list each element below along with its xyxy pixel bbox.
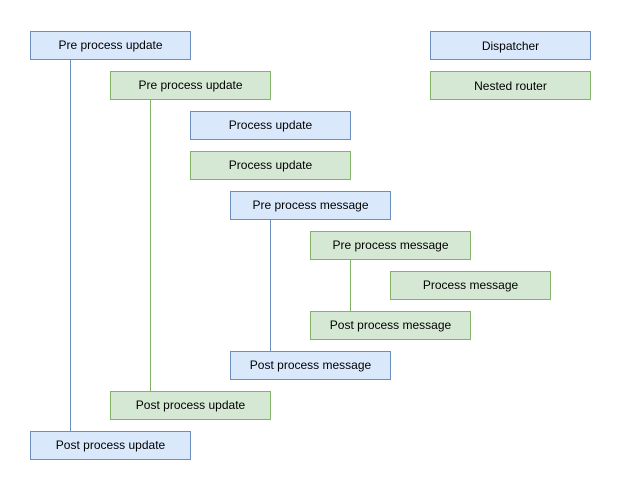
node-n2[interactable]: Pre process update (110, 71, 271, 100)
connector-n1-to-n11 (70, 59, 71, 431)
connector-n2-to-n10 (150, 99, 151, 391)
node-label: Post process update (135, 398, 246, 413)
node-label: Process message (422, 278, 519, 293)
node-label: Post process message (249, 358, 372, 373)
node-n8[interactable]: Post process message (310, 311, 471, 340)
node-n10[interactable]: Post process update (110, 391, 271, 420)
node-label: Pre process update (138, 78, 243, 93)
legend-item-l2[interactable]: Nested router (430, 71, 591, 100)
node-n5[interactable]: Pre process message (230, 191, 391, 220)
node-n11[interactable]: Post process update (30, 431, 191, 460)
legend-item-label: Nested router (474, 78, 547, 93)
node-n4[interactable]: Process update (190, 151, 351, 180)
node-label: Post process message (329, 318, 452, 333)
node-label: Process update (228, 158, 313, 173)
node-label: Pre process message (252, 198, 369, 213)
node-n7[interactable]: Process message (390, 271, 551, 300)
legend-item-label: Dispatcher (481, 38, 540, 53)
connector-n6-to-n8 (350, 259, 351, 311)
connector-n5-to-n9 (270, 219, 271, 351)
node-label: Pre process update (58, 38, 163, 53)
node-label: Pre process message (332, 238, 449, 253)
node-n1[interactable]: Pre process update (30, 31, 191, 60)
node-label: Process update (228, 118, 313, 133)
node-n6[interactable]: Pre process message (310, 231, 471, 260)
legend-item-l1[interactable]: Dispatcher (430, 31, 591, 60)
node-n9[interactable]: Post process message (230, 351, 391, 380)
node-label: Post process update (55, 438, 166, 453)
node-n3[interactable]: Process update (190, 111, 351, 140)
